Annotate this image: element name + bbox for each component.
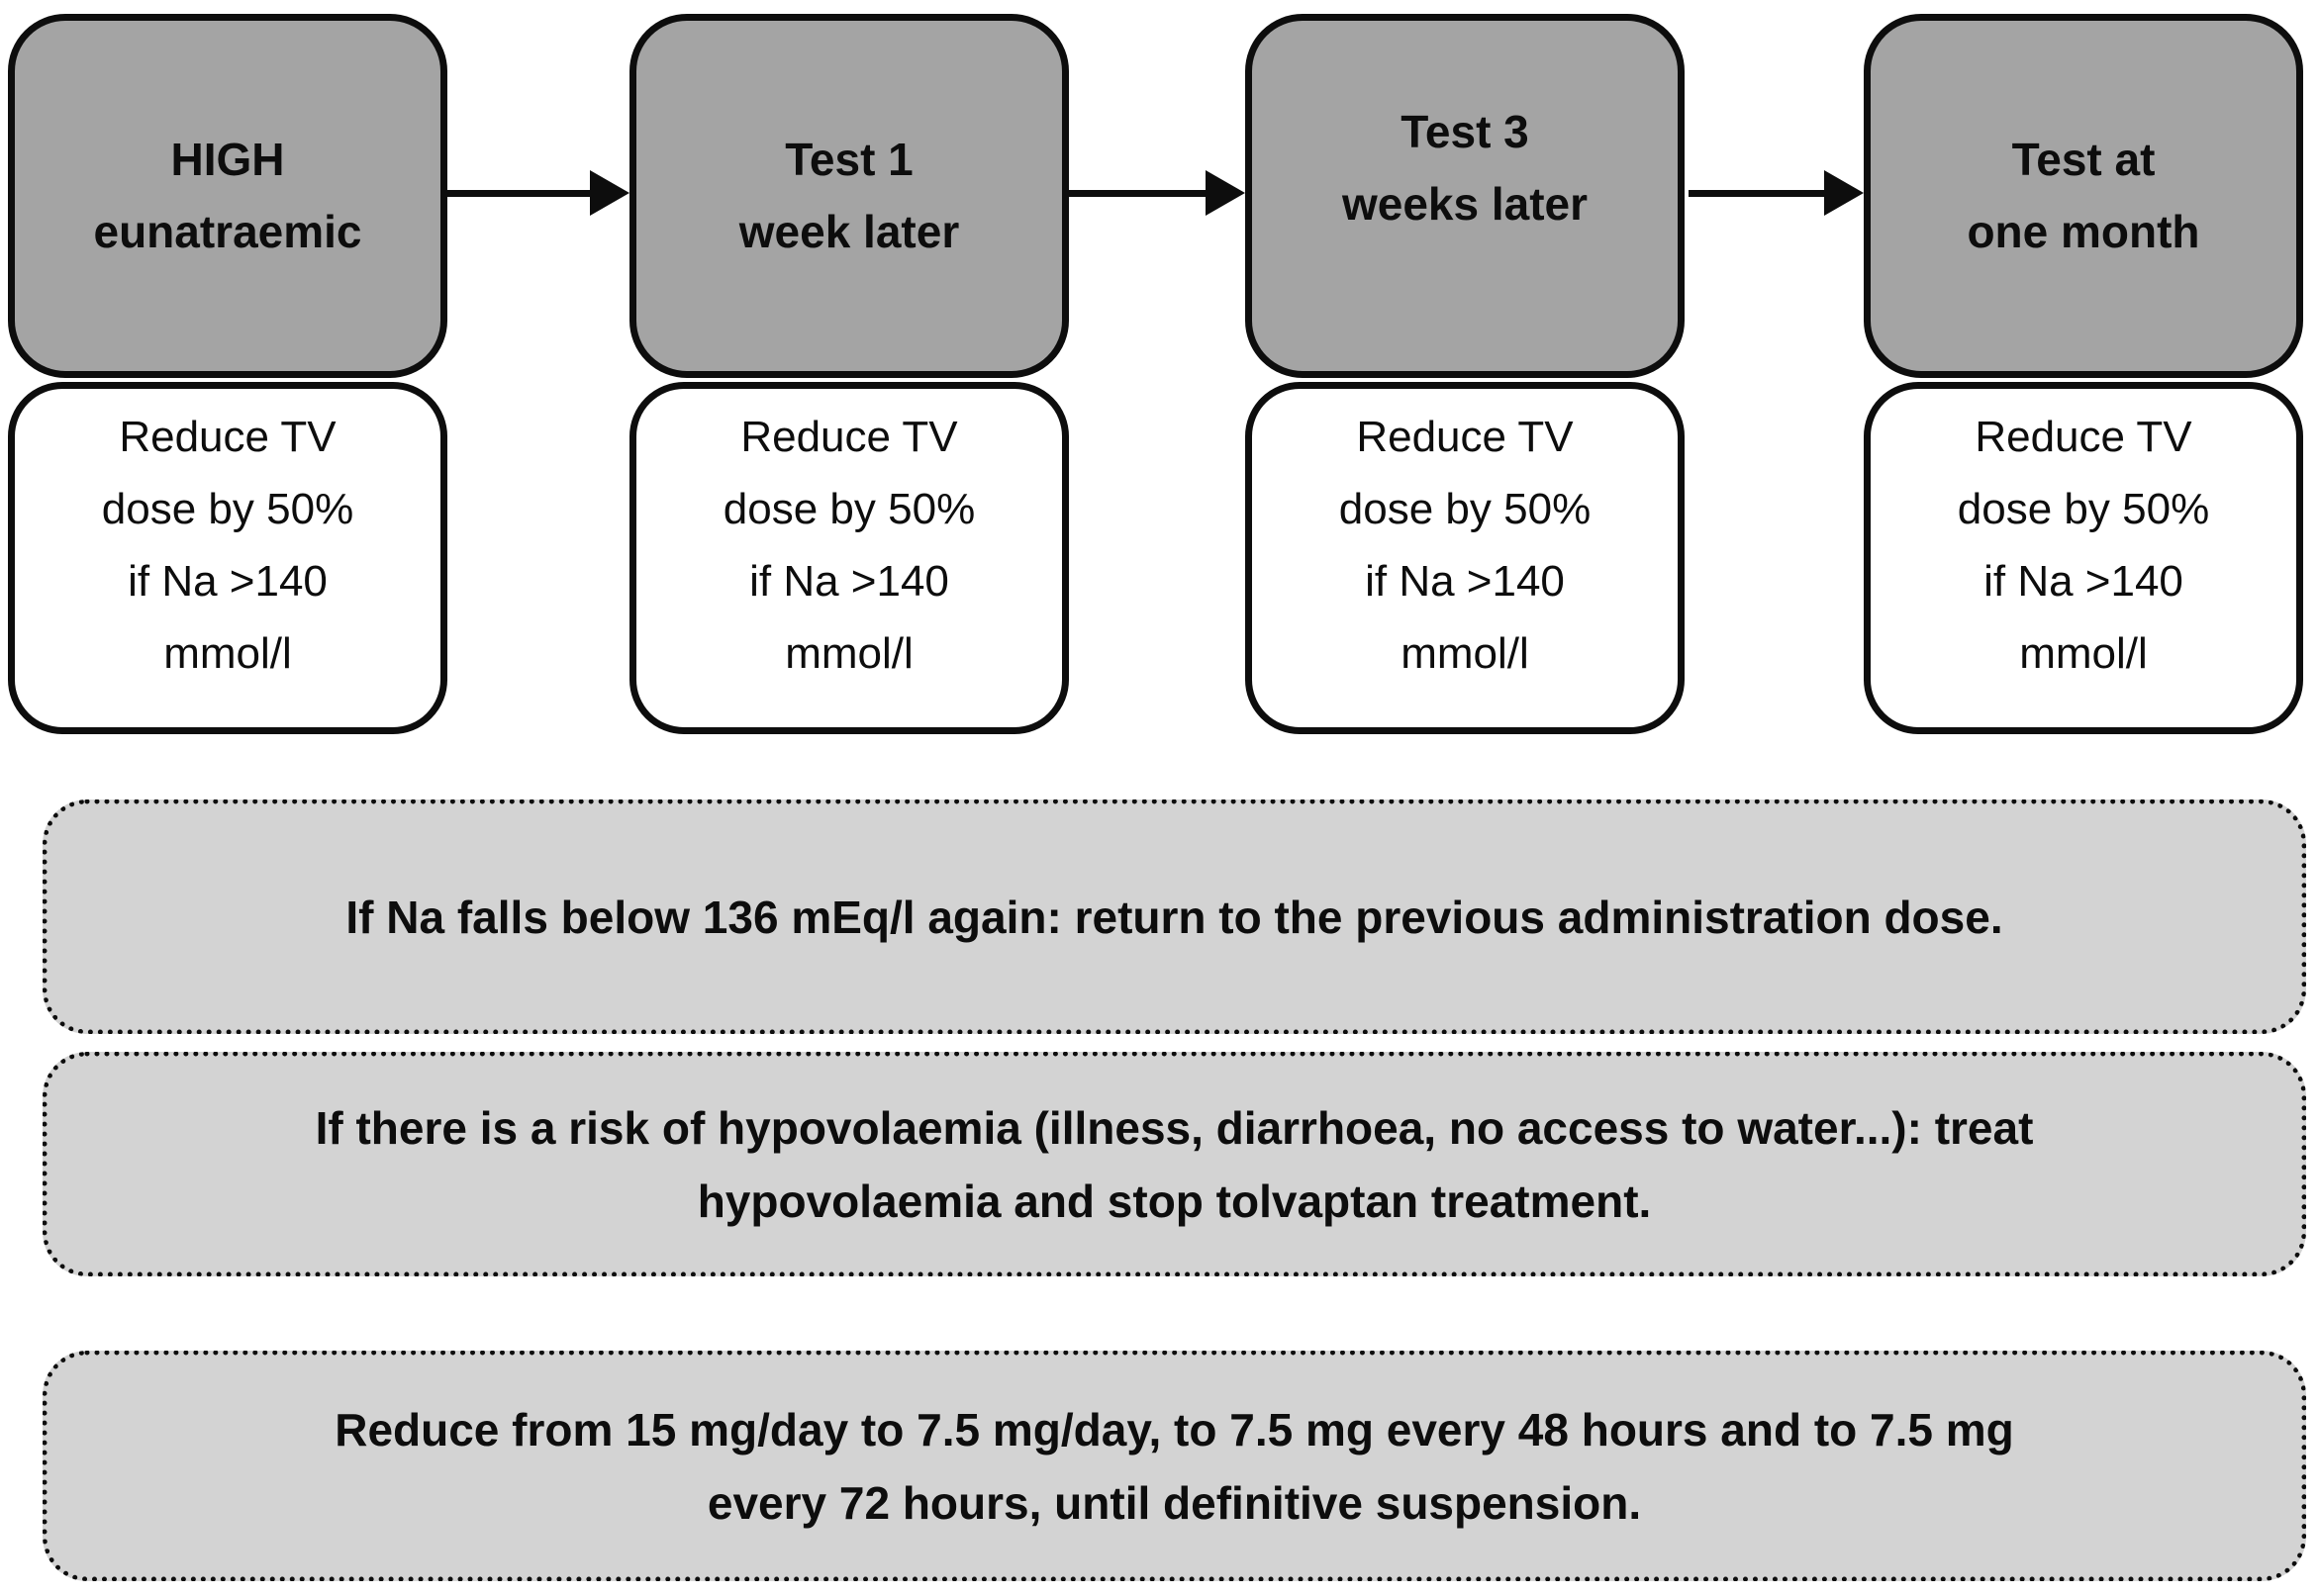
stage-title-line: Test 1 [785, 134, 914, 185]
action-box-reduce-dose: Reduce TV dose by 50% if Na >140 mmol/l [1864, 382, 2303, 734]
stage-title-line: eunatraemic [93, 206, 362, 257]
action-text: Reduce TV dose by 50% if Na >140 mmol/l [1871, 389, 2296, 690]
action-text-line: if Na >140 [1983, 557, 2183, 606]
action-text-line: mmol/l [785, 629, 914, 678]
stage-title-line: Test 3 [1401, 106, 1529, 157]
arrow-right-icon [1206, 170, 1245, 216]
stage-title: Test 3 weeks later [1342, 96, 1588, 240]
action-text-line: dose by 50% [101, 485, 354, 533]
note-text-line: every 72 hours, until definitive suspens… [707, 1476, 1642, 1529]
note-box-sodium-fall: If Na falls below 136 mEq/l again: retur… [43, 799, 2306, 1034]
arrow-line [1689, 190, 1830, 197]
action-text-line: dose by 50% [723, 485, 976, 533]
stage-box-high-eunatraemic: HIGH eunatraemic [8, 14, 447, 378]
stage-box-test-3-weeks: Test 3 weeks later [1245, 14, 1685, 378]
action-text-line: dose by 50% [1338, 485, 1592, 533]
note-text-line: If Na falls below 136 mEq/l again: retur… [345, 891, 2003, 943]
stage-title: HIGH eunatraemic [93, 124, 361, 268]
action-text-line: if Na >140 [749, 557, 949, 606]
stage-title-line: HIGH [170, 134, 285, 185]
stage-title: Test at one month [1967, 124, 2199, 268]
action-text: Reduce TV dose by 50% if Na >140 mmol/l [636, 389, 1062, 690]
note-box-hypovolaemia-risk: If there is a risk of hypovolaemia (illn… [43, 1052, 2306, 1276]
action-text: Reduce TV dose by 50% if Na >140 mmol/l [1252, 389, 1678, 690]
action-text-line: Reduce TV [119, 413, 337, 461]
action-text-line: mmol/l [163, 629, 292, 678]
note-text-line: If there is a risk of hypovolaemia (illn… [315, 1101, 2034, 1154]
arrow-line [1067, 190, 1211, 197]
stage-title: Test 1 week later [739, 124, 959, 268]
action-text-line: Reduce TV [1975, 413, 2192, 461]
flow-arrow-3 [1689, 170, 1864, 216]
stage-box-test-one-month: Test at one month [1864, 14, 2303, 378]
action-text-line: if Na >140 [128, 557, 328, 606]
action-box-reduce-dose: Reduce TV dose by 50% if Na >140 mmol/l [8, 382, 447, 734]
stage-title-line: weeks later [1341, 178, 1589, 230]
note-text-line: hypovolaemia and stop tolvaptan treatmen… [697, 1174, 1652, 1227]
stage-box-test-1-week: Test 1 week later [629, 14, 1069, 378]
action-text: Reduce TV dose by 50% if Na >140 mmol/l [15, 389, 440, 690]
action-box-reduce-dose: Reduce TV dose by 50% if Na >140 mmol/l [629, 382, 1069, 734]
action-text-line: mmol/l [2019, 629, 2148, 678]
note-box-dose-reduction: Reduce from 15 mg/day to 7.5 mg/day, to … [43, 1351, 2306, 1581]
action-text-line: Reduce TV [740, 413, 958, 461]
action-box-reduce-dose: Reduce TV dose by 50% if Na >140 mmol/l [1245, 382, 1685, 734]
stage-title-line: week later [738, 206, 960, 257]
flow-arrow-2 [1067, 170, 1245, 216]
arrow-line [447, 190, 596, 197]
arrow-right-icon [590, 170, 629, 216]
stage-title-line: one month [1967, 206, 2200, 257]
note-text-line: Reduce from 15 mg/day to 7.5 mg/day, to … [335, 1403, 2014, 1455]
action-text-line: if Na >140 [1365, 557, 1565, 606]
arrow-right-icon [1824, 170, 1864, 216]
stage-title-line: Test at [2011, 134, 2156, 185]
action-text-line: mmol/l [1401, 629, 1529, 678]
action-text-line: dose by 50% [1957, 485, 2210, 533]
action-text-line: Reduce TV [1356, 413, 1574, 461]
flow-arrow-1 [447, 170, 629, 216]
